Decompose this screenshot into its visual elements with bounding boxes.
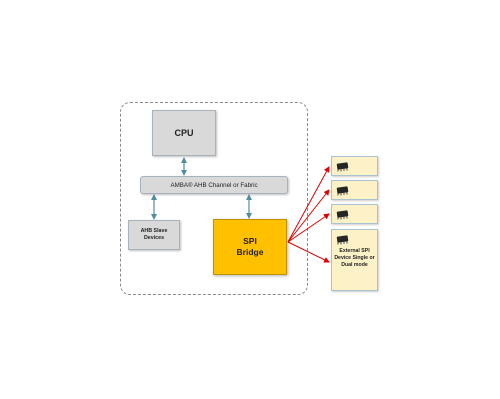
- external-spi-device-1: [331, 156, 378, 176]
- spi-to-device-1-arrow: [287, 166, 330, 243]
- spi-chip-icon: [336, 162, 349, 172]
- ahb-slave-devices-block: AHB Slave Devices: [128, 220, 180, 250]
- cpu-label: CPU: [174, 128, 194, 138]
- spi-to-device-2-arrow: [287, 189, 330, 243]
- external-spi-device-2: [331, 180, 378, 200]
- bus-label: AMBA® AHB Channel or Fabric: [170, 181, 258, 189]
- spi-chip-icon: [336, 210, 349, 220]
- ahb-slave-label: AHB Slave Devices: [140, 228, 168, 241]
- spi-to-device-4-arrow: [287, 241, 330, 263]
- external-spi-device-3: [331, 204, 378, 224]
- spi-bridge-label: SPI Bridge: [236, 236, 264, 257]
- spi-chip-icon: [336, 186, 349, 196]
- external-spi-device-4: External SPI Device Single or Dual mode: [331, 229, 378, 291]
- spi-bridge-block: SPI Bridge: [213, 219, 287, 275]
- spi-to-device-3-arrow: [287, 213, 330, 243]
- external-spi-device-label: External SPI Device Single or Dual mode: [334, 248, 375, 268]
- cpu-block: CPU: [152, 110, 216, 156]
- system-boundary: [120, 102, 308, 295]
- amba-ahb-bus: AMBA® AHB Channel or Fabric: [140, 176, 288, 194]
- spi-chip-icon: [336, 235, 349, 245]
